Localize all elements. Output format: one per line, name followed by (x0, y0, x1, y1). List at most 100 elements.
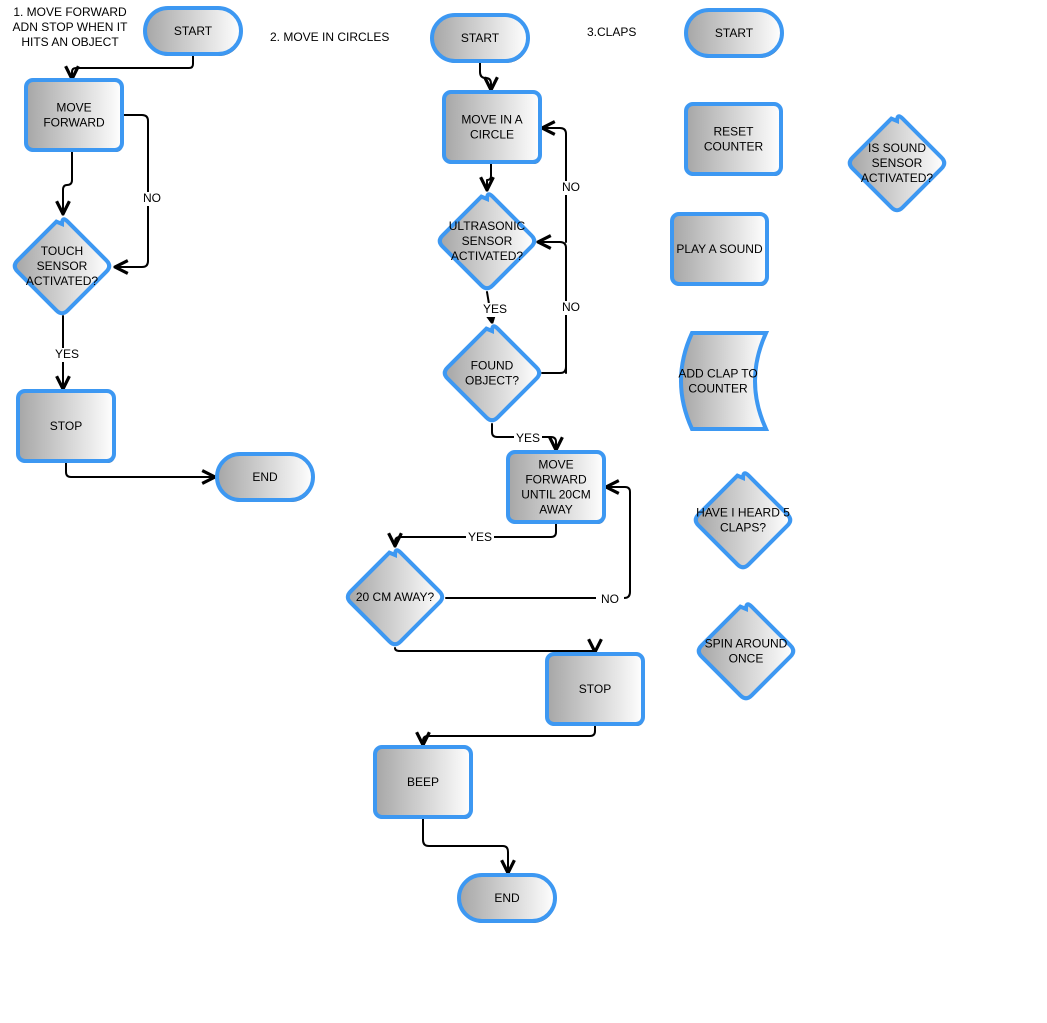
flow2-node-end[interactable]: END (457, 873, 557, 923)
edge-start-to-move (72, 55, 194, 79)
decision-shape (442, 324, 542, 423)
process-shape (670, 212, 769, 286)
node-text-line: ACTIVATED? (861, 171, 934, 185)
edge-move-to-touch (63, 151, 73, 214)
decision-shape (12, 217, 112, 316)
node-text-line: SENSOR (872, 156, 923, 170)
node-text-line: SPIN AROUND (705, 637, 788, 651)
edge-label-yes: YES (468, 530, 492, 544)
process-shape (373, 745, 473, 819)
process-shape (506, 450, 606, 524)
flow1-title: 1. MOVE FORWARD ADN STOP WHEN IT HITS AN… (10, 5, 130, 50)
decision-shape (847, 114, 947, 213)
node-text-line: PLAY A SOUND (676, 242, 763, 256)
decision-shape (696, 602, 796, 701)
terminator-shape (430, 13, 530, 63)
edge-stop-to-beep (423, 725, 596, 745)
node-text-line: CLAPS? (720, 521, 766, 535)
node-text-line: ACTIVATED? (26, 274, 99, 288)
flow1-title-line: HITS AN OBJECT (21, 35, 119, 49)
node-text-line: HAVE I HEARD 5 (696, 506, 790, 520)
edge-stop-to-end (65, 462, 215, 477)
edges (63, 55, 631, 873)
edge-beep-to-end (422, 818, 508, 873)
node-text-line: ULTRASONIC (449, 219, 526, 233)
node-text-line: UNTIL 20CM (521, 488, 591, 502)
edge-label-yes: YES (55, 347, 79, 361)
node-text-line: MOVE IN A (461, 113, 522, 127)
terminator-shape (215, 452, 315, 502)
node-text-line: STOP (50, 419, 82, 433)
flow3-node-play[interactable]: PLAY A SOUND (670, 212, 769, 286)
flow1-title-line: ADN STOP WHEN IT (12, 20, 128, 34)
flow1-node-stop[interactable]: STOP (16, 389, 116, 463)
node-text-line: START (461, 31, 500, 45)
node-text-line: ADD CLAP TO (678, 367, 757, 381)
node-text-line: ACTIVATED? (451, 249, 524, 263)
process-shape (442, 90, 542, 164)
stored-data-shape (679, 331, 770, 431)
decision-shape (345, 548, 445, 647)
process-shape (16, 389, 116, 463)
decision-shape (437, 192, 537, 291)
node-text-line: END (252, 470, 278, 484)
edge-no-to-circle (542, 128, 567, 243)
edge-no-loop (115, 114, 149, 267)
terminator-shape (684, 8, 784, 58)
node-text-line: SENSOR (462, 234, 513, 248)
node-text-line: FORWARD (525, 473, 587, 487)
edge-circle-to-ultra (487, 163, 491, 190)
node-text-line: MOVE (56, 101, 91, 115)
flow2-node-beep[interactable]: BEEP (373, 745, 473, 819)
node-text-line: IS SOUND (868, 141, 926, 155)
node-text-line: START (174, 24, 213, 38)
edge-label-no: NO (601, 592, 619, 606)
edge-label-yes: YES (516, 431, 540, 445)
flow1-node-end[interactable]: END (215, 452, 315, 502)
terminator-shape (457, 873, 557, 923)
flow2-node-stop[interactable]: STOP (545, 652, 645, 726)
edge-away-no-to-forward (445, 487, 631, 599)
process-shape (545, 652, 645, 726)
flow3-node-start[interactable]: START (684, 8, 784, 58)
node-text-line: COUNTER (688, 382, 748, 396)
edge-label-no: NO (562, 300, 580, 314)
process-shape (684, 102, 783, 176)
node-text-line: CIRCLE (470, 128, 514, 142)
node-text-line: FOUND (471, 359, 514, 373)
node-text-line: RESET (713, 125, 754, 139)
process-shape (24, 78, 124, 152)
nodes: STARTMOVEFORWARDTOUCHSENSORACTIVATED?STO… (12, 6, 947, 923)
flow3-title: 3.CLAPS (587, 25, 637, 39)
flow1-title-line: 1. MOVE FORWARD (13, 5, 127, 19)
decision-shape (693, 471, 793, 570)
edge-label-no: NO (562, 180, 580, 194)
node-text-line: 20 CM AWAY? (356, 590, 435, 604)
edge-label-no: NO (143, 191, 161, 205)
node-text-line: COUNTER (704, 140, 764, 154)
node-text-line: START (715, 26, 754, 40)
node-text-line: STOP (579, 682, 611, 696)
terminator-shape (143, 6, 243, 56)
flow2-title: 2. MOVE IN CIRCLES (270, 30, 390, 44)
edge-away-to-stop (394, 648, 595, 652)
node-text-line: SENSOR (37, 259, 88, 273)
flow1-node-start[interactable]: START (143, 6, 243, 56)
flow2-node-away[interactable]: 20 CM AWAY? (345, 548, 445, 647)
flow2-node-start[interactable]: START (430, 13, 530, 63)
edge-start-to-circle (479, 61, 491, 90)
node-text-line: AWAY (539, 503, 573, 517)
